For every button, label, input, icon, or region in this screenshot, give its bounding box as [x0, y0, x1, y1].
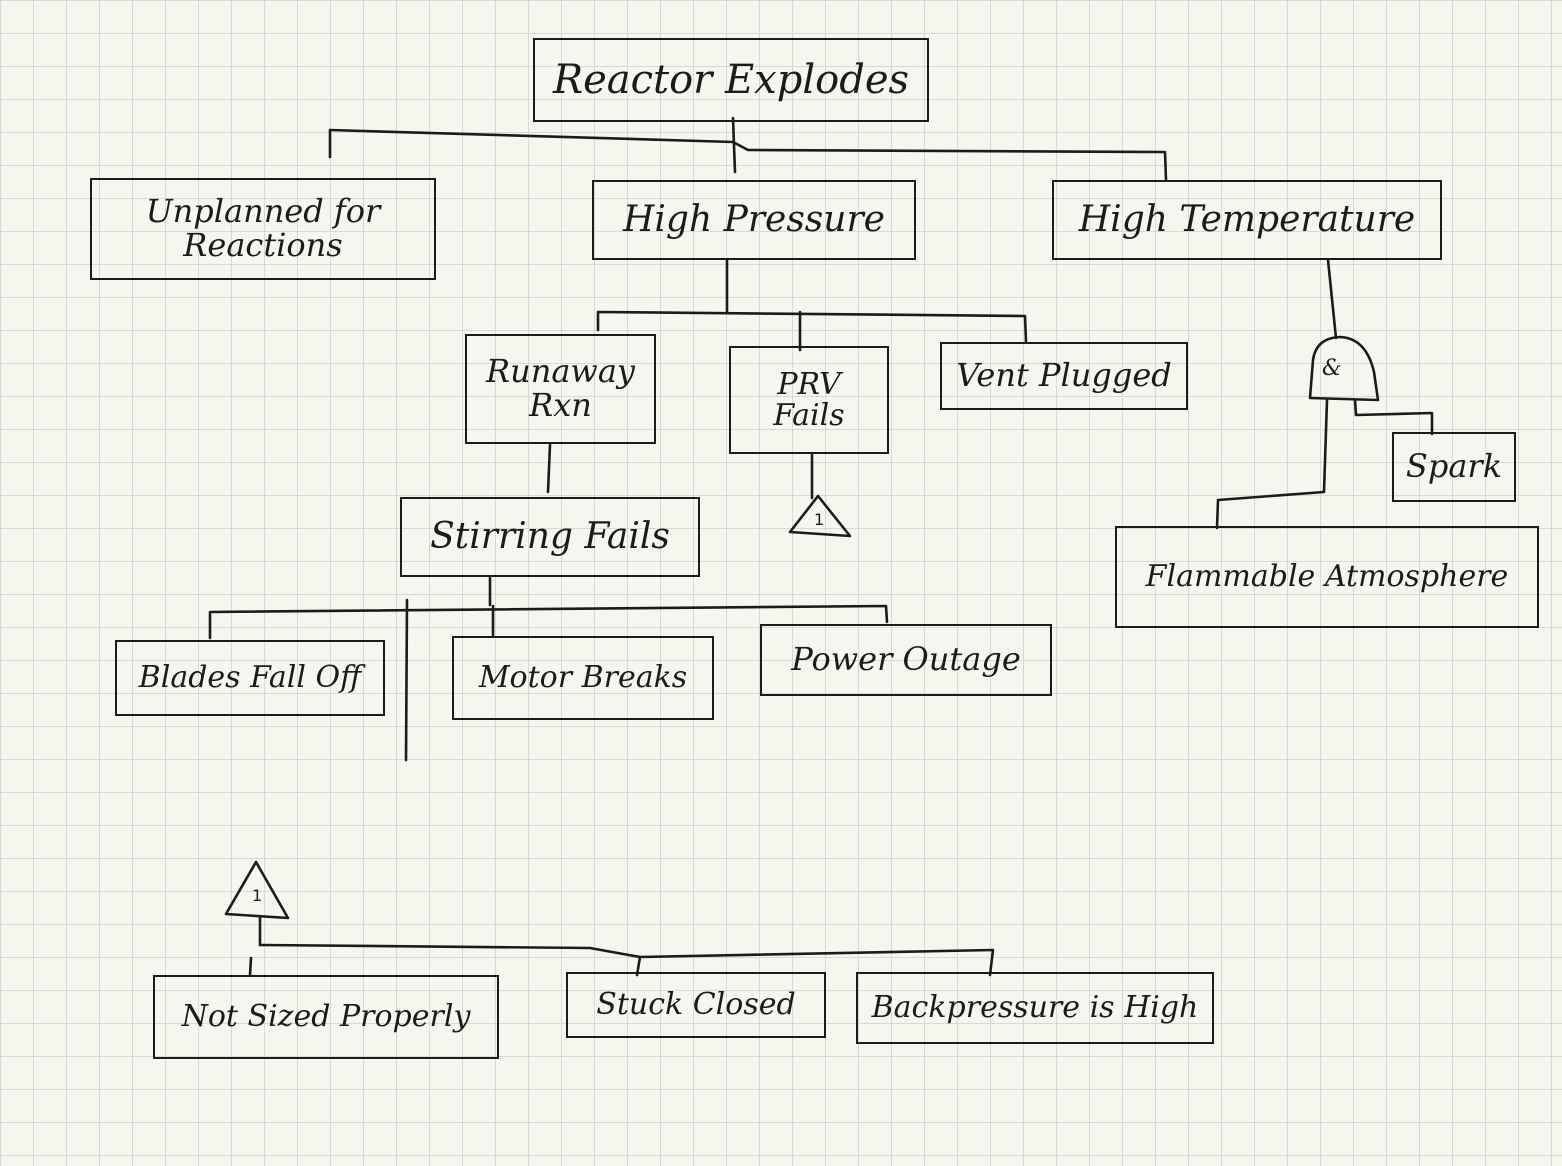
event-spark: Spark	[1392, 432, 1516, 502]
event-vent-plugged: Vent Plugged	[940, 342, 1188, 410]
transfer-label-bottom: 1	[252, 886, 263, 905]
event-high-pressure: High Pressure	[592, 180, 916, 260]
event-power-outage: Power Outage	[760, 624, 1052, 696]
event-not-sized-properly: Not Sized Properly	[153, 975, 499, 1059]
event-backpressure-high: Backpressure is High	[856, 972, 1214, 1044]
event-runaway-rxn: Runaway Rxn	[465, 334, 656, 444]
top-event-reactor-explodes: Reactor Explodes	[533, 38, 929, 122]
and-gate-shape	[1308, 335, 1380, 402]
event-high-temperature: High Temperature	[1052, 180, 1442, 260]
event-flammable-atmosphere: Flammable Atmosphere	[1115, 526, 1539, 628]
event-blades-fall-off: Blades Fall Off	[115, 640, 385, 716]
event-motor-breaks: Motor Breaks	[452, 636, 714, 720]
event-stuck-closed: Stuck Closed	[566, 972, 826, 1038]
event-prv-fails: PRV Fails	[729, 346, 889, 454]
event-unplanned-reactions: Unplanned for Reactions	[90, 178, 436, 280]
and-gate-label: &	[1322, 356, 1342, 381]
event-stirring-fails: Stirring Fails	[400, 497, 700, 577]
transfer-label-prv: 1	[814, 510, 825, 529]
